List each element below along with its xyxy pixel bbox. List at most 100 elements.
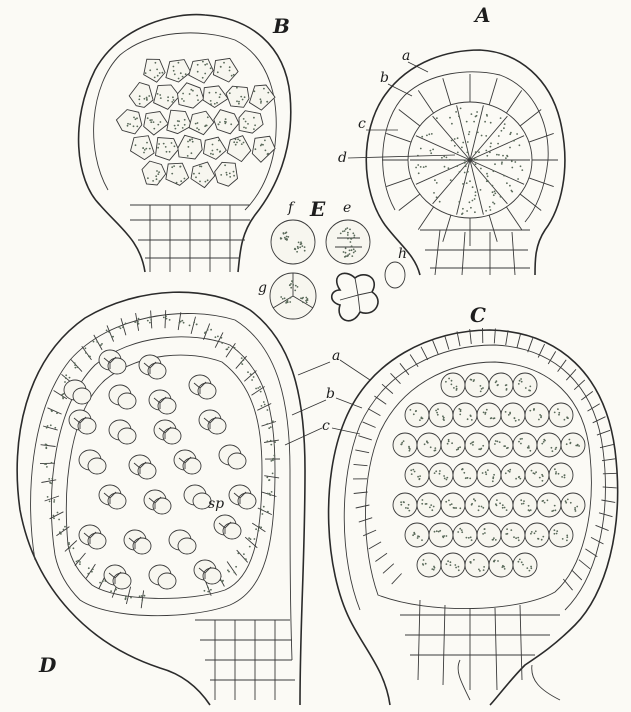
stipple-dot — [160, 97, 162, 99]
stipple-dot — [207, 179, 209, 181]
figure-e — [270, 220, 405, 321]
stipple-dot — [158, 171, 160, 173]
stipple-dot — [263, 506, 265, 508]
stipple-dot — [469, 561, 471, 563]
stipple-dot — [149, 69, 151, 71]
spore — [198, 383, 216, 399]
stipple-dot — [270, 444, 272, 446]
stipple-dot — [247, 371, 249, 373]
stipple-dot — [480, 448, 482, 450]
spore-mother-cell — [417, 493, 441, 517]
stipple-dot — [464, 160, 466, 162]
stipple-dot — [266, 423, 268, 425]
stipple-dot — [490, 209, 492, 211]
stipple-dot — [91, 571, 93, 573]
stipple-dot — [479, 570, 481, 572]
stipple-dot — [542, 536, 544, 538]
stipple-dot — [541, 539, 543, 541]
stipple-dot — [509, 147, 511, 149]
spore-tetrad — [124, 530, 151, 554]
stipple-dot — [127, 125, 129, 127]
stipple-dot — [157, 147, 159, 149]
stipple-dot — [184, 178, 186, 180]
stipple-dot — [171, 101, 173, 103]
stipple-dot — [254, 538, 256, 540]
stipple-dot — [484, 532, 486, 534]
stipple-dot — [551, 447, 553, 449]
stipple-dot — [511, 191, 513, 193]
stipple-dot — [195, 176, 197, 178]
stipple-dot — [476, 111, 478, 113]
stipple-dot — [267, 511, 269, 513]
stipple-dot — [446, 477, 448, 479]
stipple-dot — [290, 287, 292, 289]
spore-mother-cell — [501, 463, 525, 487]
stipple-dot — [420, 166, 422, 168]
cell-b — [204, 137, 227, 159]
stipple-dot — [434, 531, 436, 533]
spore-mother-cell — [465, 493, 489, 517]
spore-tetrad — [144, 490, 171, 514]
stipple-dot — [198, 173, 200, 175]
stipple-dot — [136, 126, 138, 128]
stipple-dot — [144, 149, 146, 151]
stipple-dot — [224, 164, 226, 166]
stipple-dot — [493, 170, 495, 172]
stipple-dot — [506, 509, 508, 511]
stipple-dot — [171, 173, 173, 175]
stipple-dot — [502, 507, 504, 509]
stipple-dot — [490, 146, 492, 148]
stipple-dot — [494, 163, 496, 165]
tapetum-divider — [572, 570, 582, 580]
stipple-dot — [506, 528, 508, 530]
stipple-dot — [448, 441, 450, 443]
tapetum-divider — [369, 542, 381, 549]
stipple-dot — [210, 67, 212, 69]
stipple-dot — [432, 149, 434, 151]
stipple-dot — [191, 138, 193, 140]
stipple-dot — [219, 94, 221, 96]
stipple-dot — [263, 401, 265, 403]
tapetum-divider — [563, 579, 572, 590]
stipple-dot — [441, 157, 443, 159]
stipple-dot — [125, 323, 127, 325]
stipple-dot — [446, 563, 448, 565]
stipple-dot — [74, 364, 76, 366]
stipple-dot — [477, 132, 479, 134]
stipple-dot — [79, 563, 81, 565]
stipple-dot — [146, 99, 148, 101]
tapetum-divider — [593, 417, 606, 423]
stipple-dot — [485, 471, 487, 473]
stipple-dot — [152, 180, 154, 182]
stipple-dot — [457, 448, 459, 450]
stipple-dot — [462, 208, 464, 210]
stipple-dot — [412, 534, 414, 536]
stipple-dot — [151, 119, 153, 121]
stipple-dot — [210, 103, 212, 105]
stipple-dot — [419, 419, 421, 421]
tapetum-divider — [457, 331, 460, 346]
stipple-dot — [244, 96, 246, 98]
stipple-dot — [509, 471, 511, 473]
stipple-dot — [297, 286, 299, 288]
stipple-dot — [542, 500, 544, 502]
stipple-dot — [487, 175, 489, 177]
stipple-dot — [207, 587, 209, 589]
stipple-dot — [459, 414, 461, 416]
tapetum-divider — [354, 464, 368, 465]
stipple-dot — [457, 531, 459, 533]
spore-mother-cell — [549, 403, 573, 427]
stipple-dot — [260, 527, 262, 529]
stipple-dot — [254, 124, 256, 126]
stipple-dot — [351, 255, 353, 257]
stipple-dot — [122, 326, 124, 328]
stipple-dot — [484, 121, 486, 123]
stipple-dot — [287, 236, 289, 238]
spore-mother-cell — [477, 403, 501, 427]
stipple-dot — [465, 165, 467, 167]
stipple-dot — [466, 210, 468, 212]
stipple-dot — [165, 315, 167, 317]
stipple-dot — [413, 532, 415, 534]
stipple-dot — [556, 530, 558, 532]
